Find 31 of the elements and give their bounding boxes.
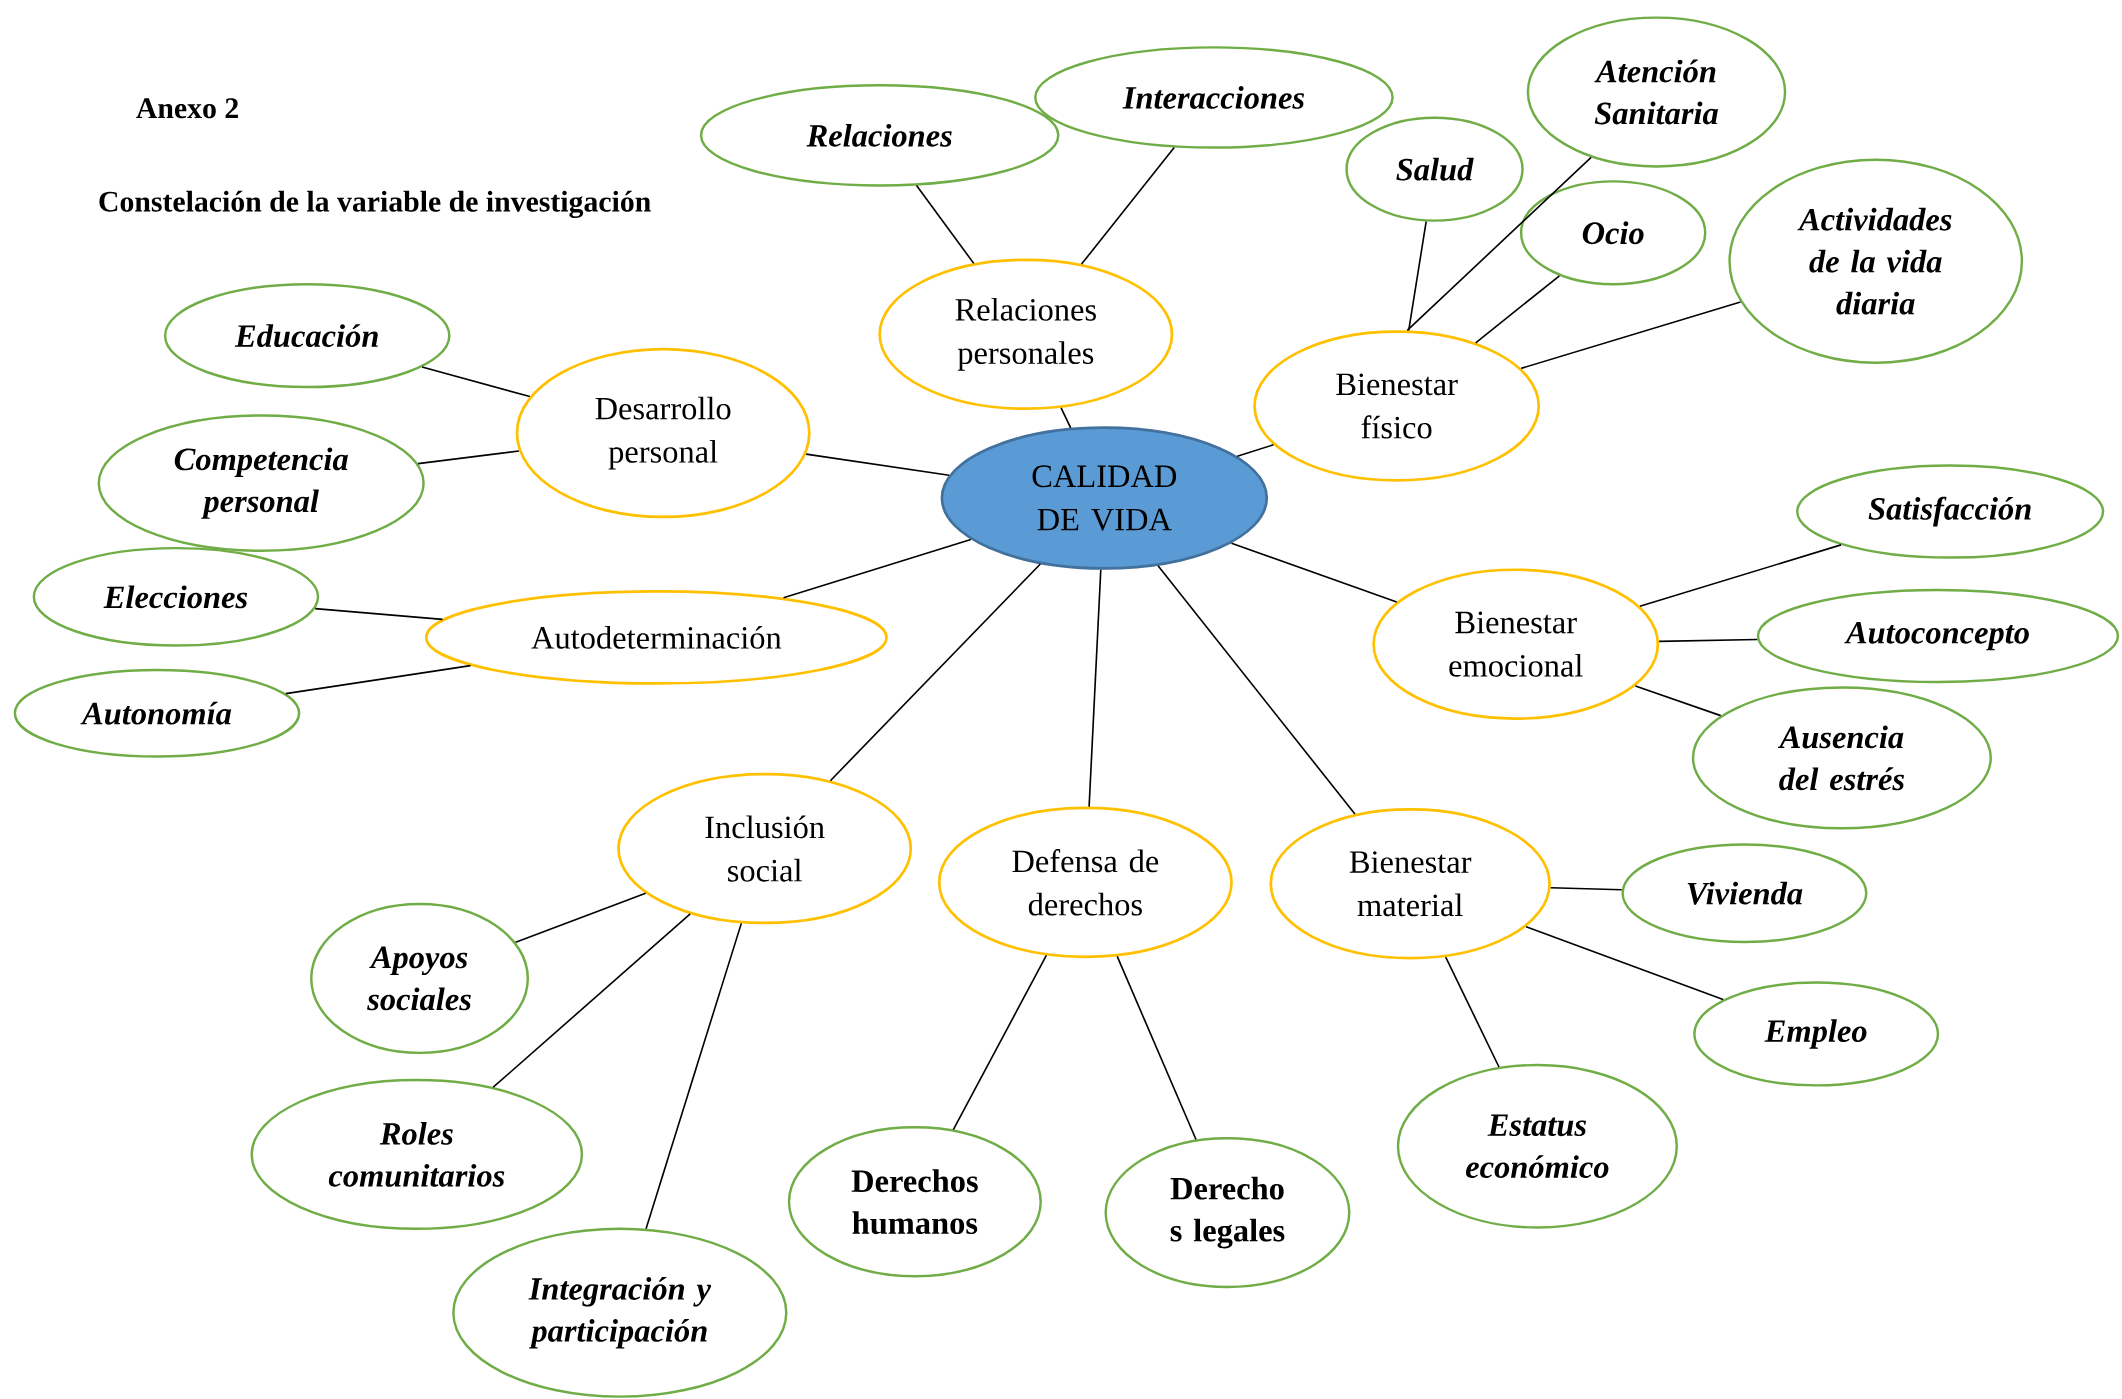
connector-line xyxy=(1157,564,1356,815)
connector-line xyxy=(417,450,520,465)
connector-line xyxy=(1080,146,1175,265)
connector-line xyxy=(1549,886,1623,891)
connector-line xyxy=(1634,684,1722,717)
title: Constelación de la variable de investigación xyxy=(99,190,651,218)
connector-line xyxy=(1060,406,1072,429)
connector-line xyxy=(314,607,444,620)
connector-line xyxy=(1406,156,1592,332)
connector-line xyxy=(1088,568,1102,808)
connector-line xyxy=(1230,542,1398,603)
connector-line xyxy=(1520,301,1742,369)
connector-line xyxy=(1525,925,1724,1001)
connector-line xyxy=(1236,443,1275,457)
connector-line xyxy=(1474,274,1561,344)
connector-line xyxy=(1407,220,1427,332)
connector-line xyxy=(782,538,972,599)
connector-line xyxy=(1639,543,1842,607)
connector-line xyxy=(952,954,1048,1131)
connector-line xyxy=(1116,955,1197,1141)
connector-line xyxy=(915,184,975,265)
connector-line xyxy=(645,922,743,1230)
connector-line xyxy=(805,453,950,476)
connector-line xyxy=(514,892,647,943)
connector-line xyxy=(1444,956,1500,1068)
connector-line xyxy=(829,563,1042,782)
connector-line xyxy=(421,366,531,398)
connector-line xyxy=(492,913,692,1088)
connector-line xyxy=(1658,638,1759,643)
annex-label: Anexo 2 xyxy=(136,98,238,119)
connector-line xyxy=(284,664,472,695)
